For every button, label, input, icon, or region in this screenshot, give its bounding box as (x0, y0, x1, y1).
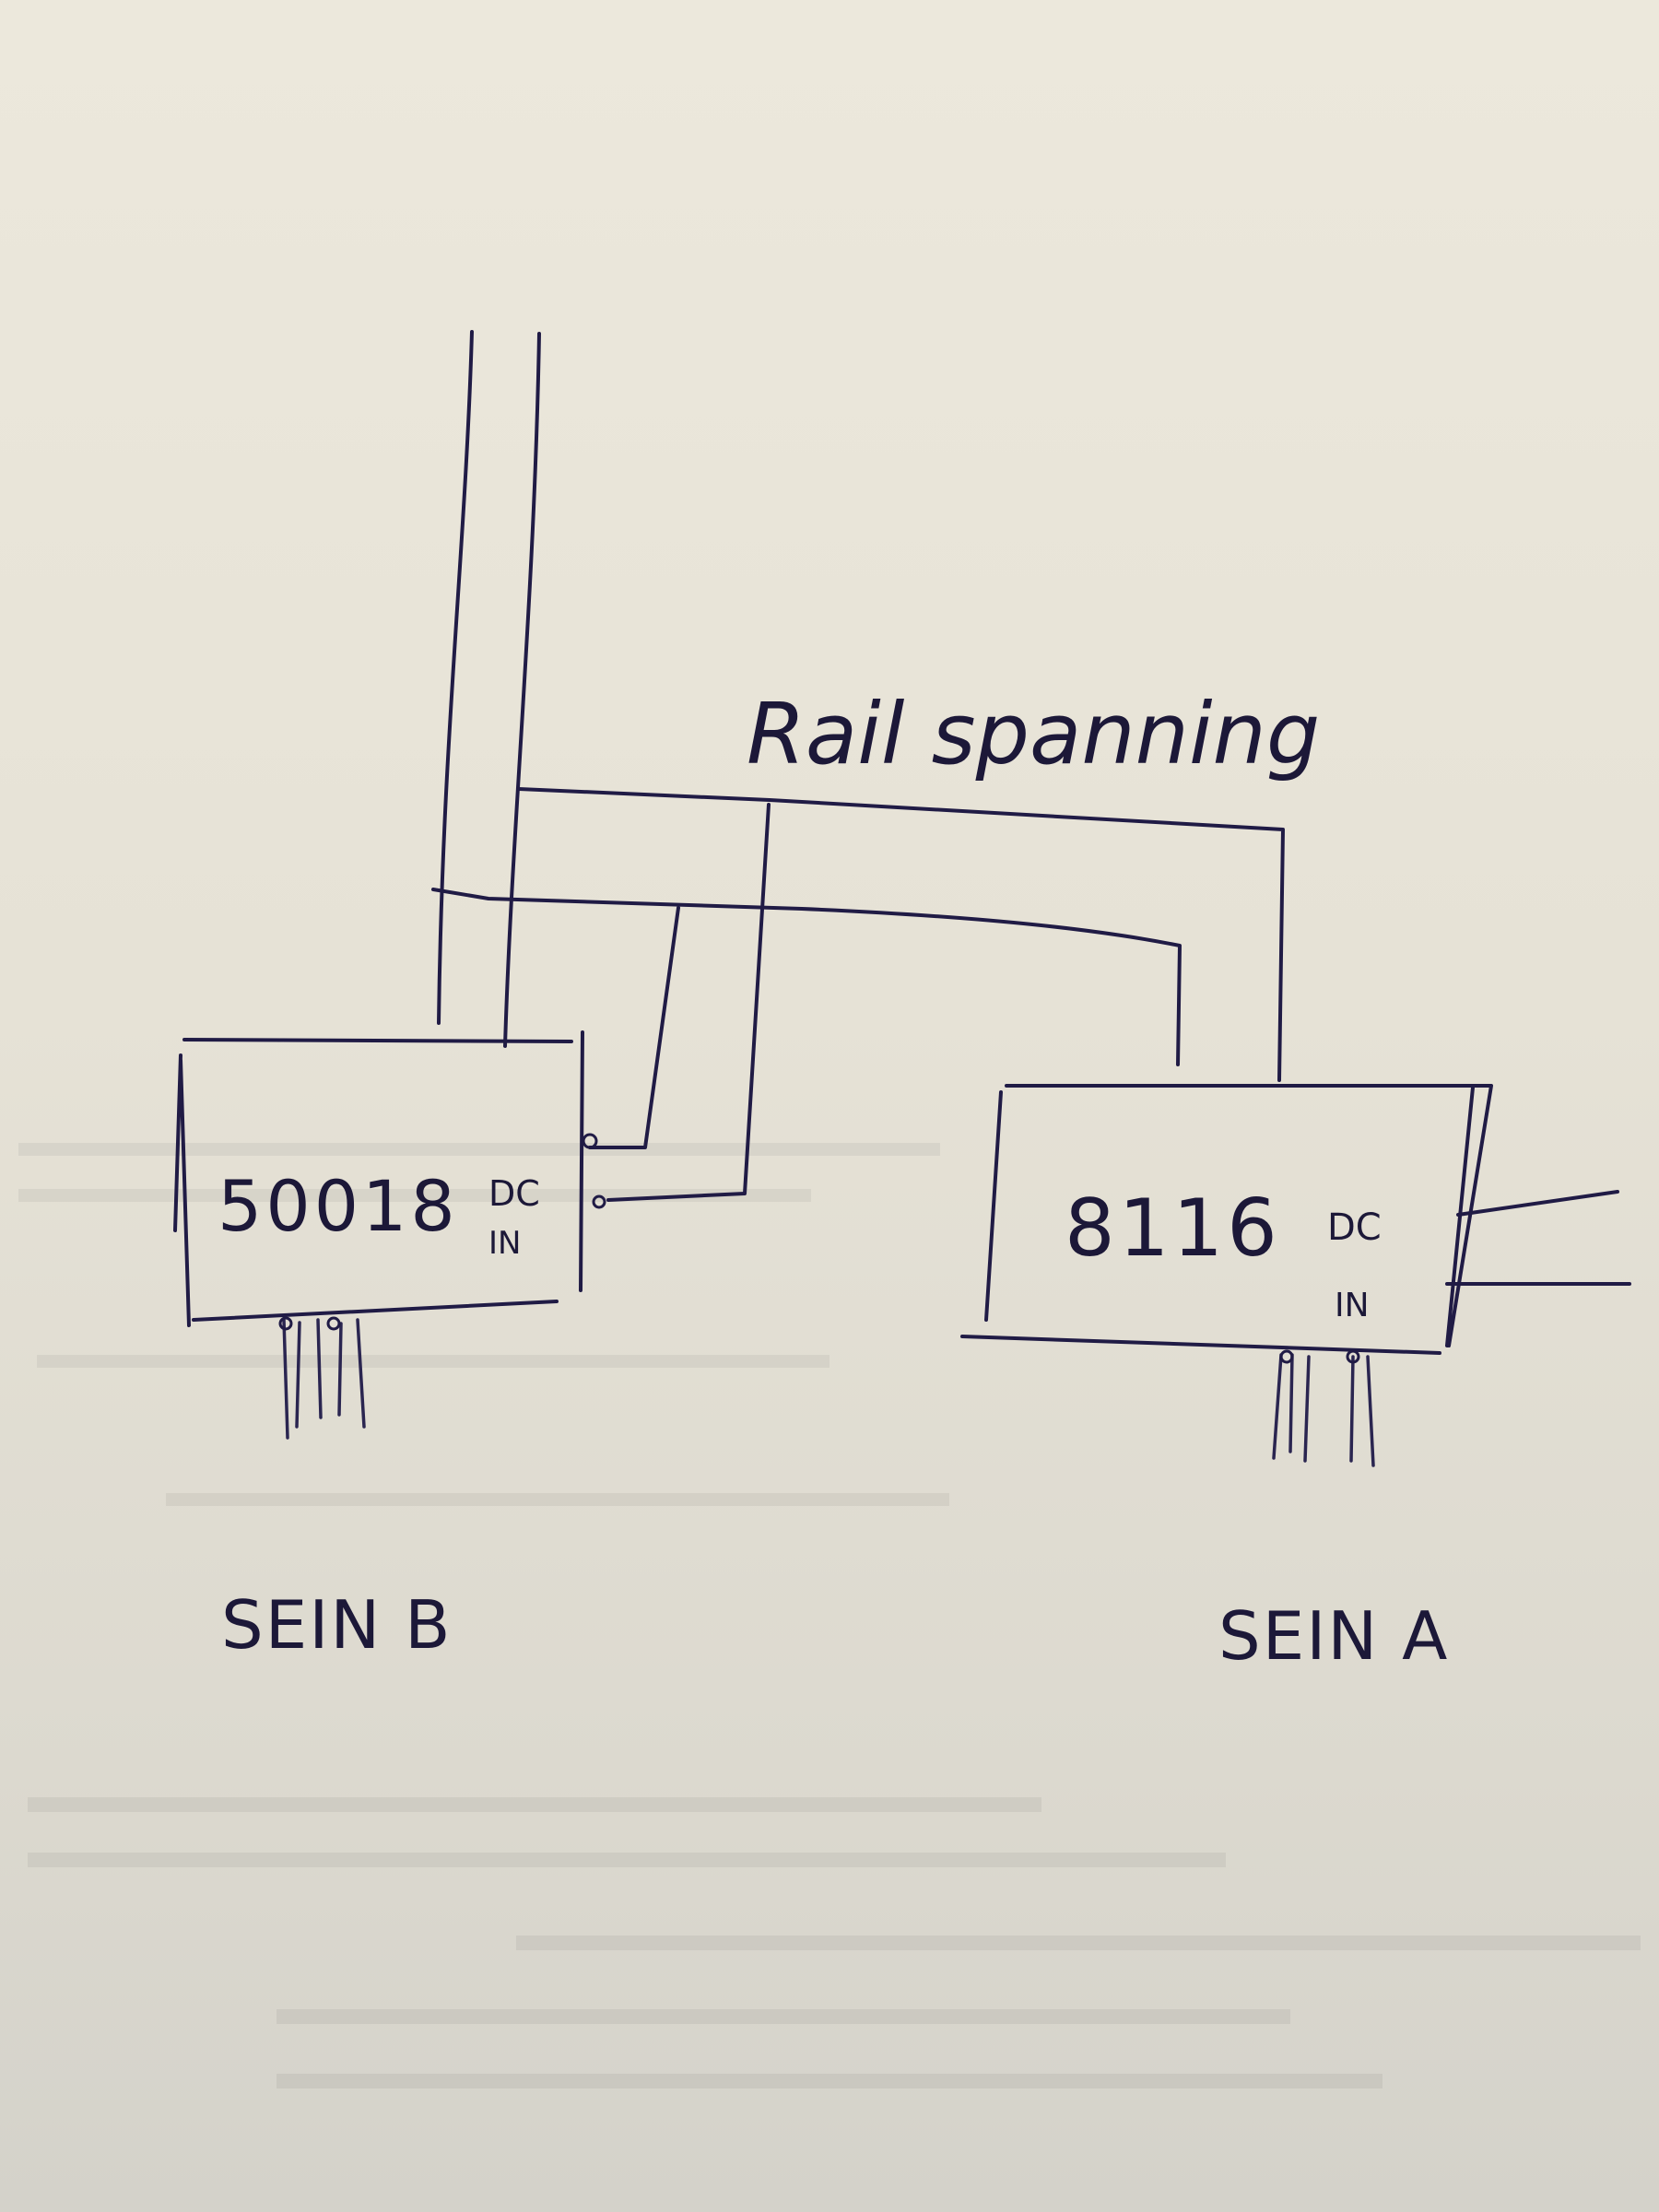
module-a-port-in: IN (1335, 1287, 1370, 1324)
terminal-in (592, 1194, 606, 1209)
module-a-outline (960, 1084, 1493, 1355)
module-a-signal-pins (1272, 1349, 1375, 1467)
wires (431, 330, 1631, 1286)
wire-label-rail-spanning: Rail spanning (747, 685, 1320, 783)
dc-feed-b-outer (606, 803, 771, 1202)
dc-feed-b-inner (588, 906, 680, 1149)
module-b-signal-pins (278, 1316, 366, 1440)
rail-bus-lower (431, 888, 1182, 1066)
module-a-name: 8116 (1065, 1182, 1281, 1275)
rail-wire-right (503, 332, 541, 1048)
module-b: 50018 DC IN (173, 1030, 584, 1440)
module-b-name: 50018 (218, 1165, 459, 1247)
show-through-texture (18, 1143, 1641, 2088)
module-a-port-dc: DC (1327, 1206, 1382, 1249)
signal-b-label: SEIN B (221, 1586, 453, 1664)
module-b-port-dc: DC (488, 1173, 540, 1214)
output-a-top (1456, 1190, 1619, 1217)
rail-wire-left (437, 330, 474, 1025)
signal-a-label: SEIN A (1218, 1597, 1449, 1675)
module-b-outline (173, 1030, 584, 1327)
module-b-port-in: IN (488, 1225, 521, 1262)
module-a: 8116 DC IN (960, 1084, 1493, 1467)
rail-bus-top (517, 787, 1285, 1082)
